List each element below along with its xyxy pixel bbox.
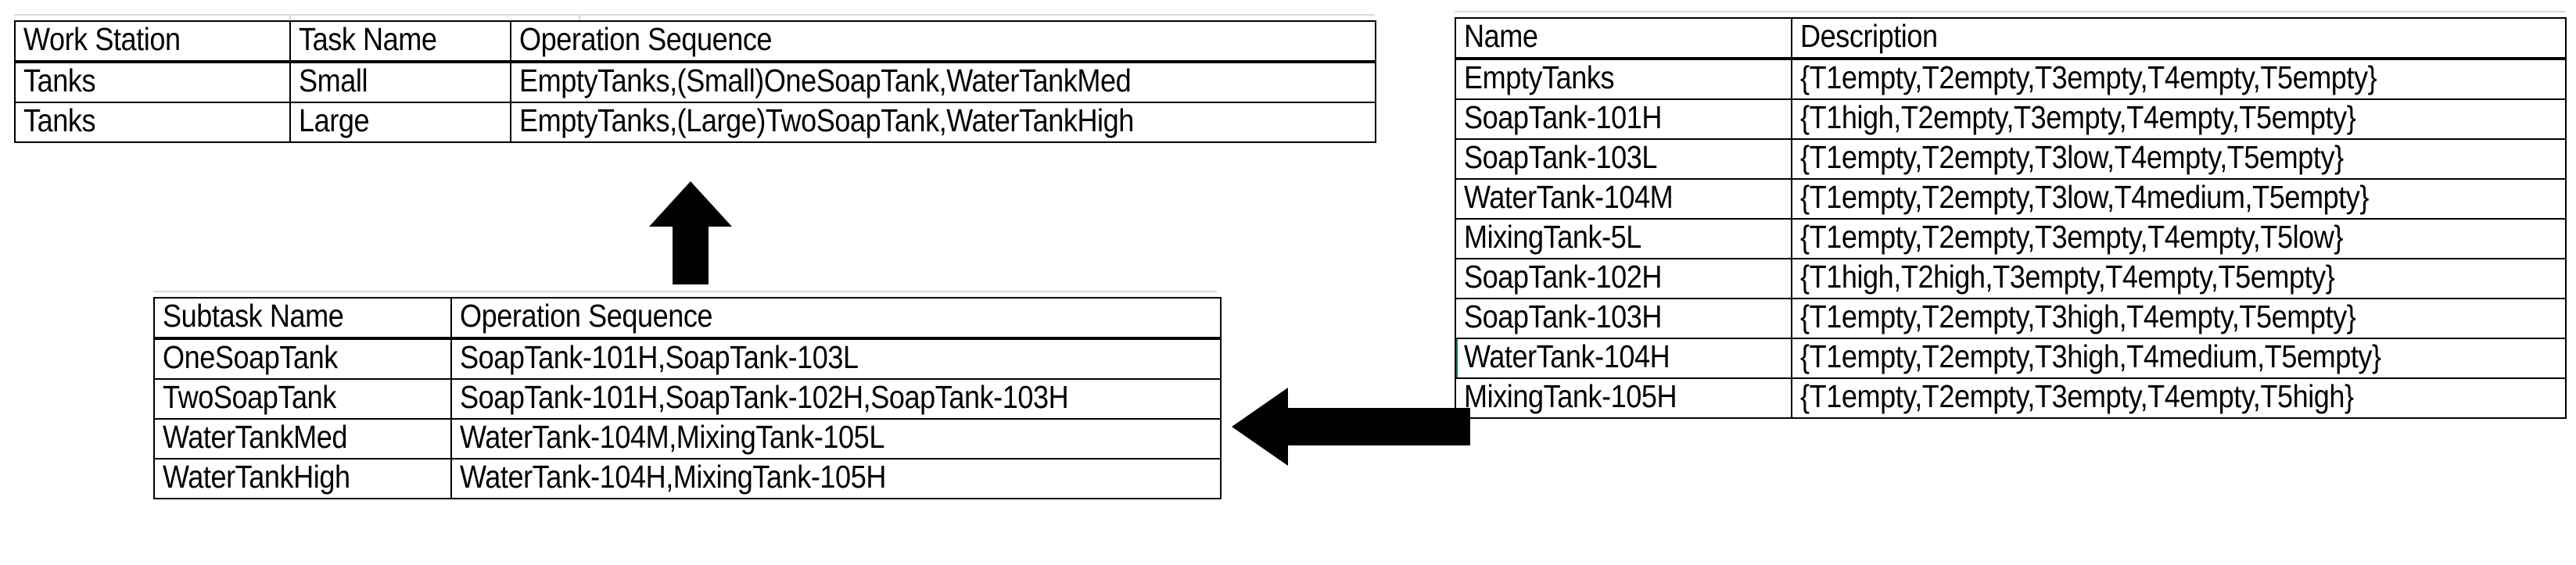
cell-state-name: SoapTank-103L bbox=[1455, 138, 1792, 180]
cell-state-name: MixingTank-105H bbox=[1455, 377, 1792, 419]
column-header-work-station: Work Station bbox=[14, 20, 291, 63]
table-row: WaterTank-104H {T1empty,T2empty,T3high,T… bbox=[1455, 338, 2567, 379]
cell-state-name: WaterTank-104M bbox=[1455, 178, 1792, 220]
table-row: SoapTank-101H {T1high,T2empty,T3empty,T4… bbox=[1455, 98, 2567, 140]
cell-task-name: Small bbox=[289, 61, 511, 103]
cell-state-name: WaterTank-104H bbox=[1455, 338, 1792, 379]
task-definition-table: Work Station Task Name Operation Sequenc… bbox=[14, 20, 1376, 143]
column-header-subtask-name: Subtask Name bbox=[153, 297, 452, 340]
cell-subtask-name: WaterTankMed bbox=[153, 418, 452, 460]
column-header-task-name: Task Name bbox=[289, 20, 511, 63]
arrow-up-icon bbox=[648, 181, 734, 284]
cell-operation-sequence: SoapTank-101H,SoapTank-102H,SoapTank-103… bbox=[450, 378, 1222, 420]
cell-state-description: {T1empty,T2empty,T3empty,T4empty,T5high} bbox=[1791, 377, 2567, 419]
table-row: Tanks Large EmptyTanks,(Large)TwoSoapTan… bbox=[14, 102, 1376, 143]
cell-state-name: MixingTank-5L bbox=[1455, 218, 1792, 259]
cell-state-description: {T1empty,T2empty,T3high,T4empty,T5empty} bbox=[1791, 298, 2567, 339]
cell-state-description: {T1empty,T2empty,T3empty,T4empty,T5low} bbox=[1791, 218, 2567, 259]
cell-operation-sequence: WaterTank-104M,MixingTank-105L bbox=[450, 418, 1222, 460]
table-row: Tanks Small EmptyTanks,(Small)OneSoapTan… bbox=[14, 61, 1376, 103]
sheet-guide-line bbox=[579, 14, 580, 22]
sheet-guide-line bbox=[153, 291, 1217, 292]
cell-state-name: SoapTank-101H bbox=[1455, 98, 1792, 140]
cell-state-name: EmptyTanks bbox=[1455, 58, 1792, 100]
table-row: WaterTankMed WaterTank-104M,MixingTank-1… bbox=[153, 418, 1222, 460]
cell-work-station: Tanks bbox=[14, 102, 291, 143]
table-header-row: Work Station Task Name Operation Sequenc… bbox=[14, 20, 1376, 63]
cell-state-description: {T1empty,T2empty,T3high,T4medium,T5empty… bbox=[1791, 338, 2567, 379]
cell-state-description: {T1empty,T2empty,T3low,T4medium,T5empty} bbox=[1791, 178, 2567, 220]
cell-state-description: {T1high,T2empty,T3empty,T4empty,T5empty} bbox=[1791, 98, 2567, 140]
cell-state-name: SoapTank-102H bbox=[1455, 258, 1792, 299]
sheet-guide-line bbox=[14, 14, 1375, 16]
table-header-row: Name Description bbox=[1455, 17, 2567, 60]
sheet-guide-line bbox=[1455, 11, 2565, 13]
table-row: SoapTank-103H {T1empty,T2empty,T3high,T4… bbox=[1455, 298, 2567, 339]
cell-subtask-name: TwoSoapTank bbox=[153, 378, 452, 420]
column-header-description: Description bbox=[1791, 17, 2567, 60]
cell-state-name: SoapTank-103H bbox=[1455, 298, 1792, 339]
cell-task-name: Large bbox=[289, 102, 511, 143]
cell-state-description: {T1empty,T2empty,T3empty,T4empty,T5empty… bbox=[1791, 58, 2567, 100]
table-row: WaterTankHigh WaterTank-104H,MixingTank-… bbox=[153, 458, 1222, 499]
table-header-row: Subtask Name Operation Sequence bbox=[153, 297, 1222, 340]
table-row: EmptyTanks {T1empty,T2empty,T3empty,T4em… bbox=[1455, 58, 2567, 100]
cell-state-description: {T1high,T2high,T3empty,T4empty,T5empty} bbox=[1791, 258, 2567, 299]
arrow-left-icon bbox=[1232, 384, 1470, 469]
cell-work-station: Tanks bbox=[14, 61, 291, 103]
table-row: SoapTank-103L {T1empty,T2empty,T3low,T4e… bbox=[1455, 138, 2567, 180]
cell-subtask-name: OneSoapTank bbox=[153, 338, 452, 380]
cell-operation-sequence: EmptyTanks,(Small)OneSoapTank,WaterTankM… bbox=[510, 61, 1376, 103]
cell-state-description: {T1empty,T2empty,T3low,T4empty,T5empty} bbox=[1791, 138, 2567, 180]
table-row: OneSoapTank SoapTank-101H,SoapTank-103L bbox=[153, 338, 1222, 380]
sheet-guide-line bbox=[289, 14, 291, 22]
cell-subtask-name: WaterTankHigh bbox=[153, 458, 452, 499]
cell-operation-sequence: WaterTank-104H,MixingTank-105H bbox=[450, 458, 1222, 499]
subtask-definition-table: Subtask Name Operation Sequence OneSoapT… bbox=[153, 297, 1222, 499]
column-header-operation-sequence: Operation Sequence bbox=[450, 297, 1222, 340]
table-row: MixingTank-105H {T1empty,T2empty,T3empty… bbox=[1455, 377, 2567, 419]
table-row: MixingTank-5L {T1empty,T2empty,T3empty,T… bbox=[1455, 218, 2567, 259]
column-header-operation-sequence: Operation Sequence bbox=[510, 20, 1376, 63]
table-row: WaterTank-104M {T1empty,T2empty,T3low,T4… bbox=[1455, 178, 2567, 220]
column-header-name: Name bbox=[1455, 17, 1792, 60]
table-row: SoapTank-102H {T1high,T2high,T3empty,T4e… bbox=[1455, 258, 2567, 299]
table-row: TwoSoapTank SoapTank-101H,SoapTank-102H,… bbox=[153, 378, 1222, 420]
cell-operation-sequence: SoapTank-101H,SoapTank-103L bbox=[450, 338, 1222, 380]
cell-operation-sequence: EmptyTanks,(Large)TwoSoapTank,WaterTankH… bbox=[510, 102, 1376, 143]
operation-state-table: Name Description EmptyTanks {T1empty,T2e… bbox=[1455, 17, 2567, 419]
